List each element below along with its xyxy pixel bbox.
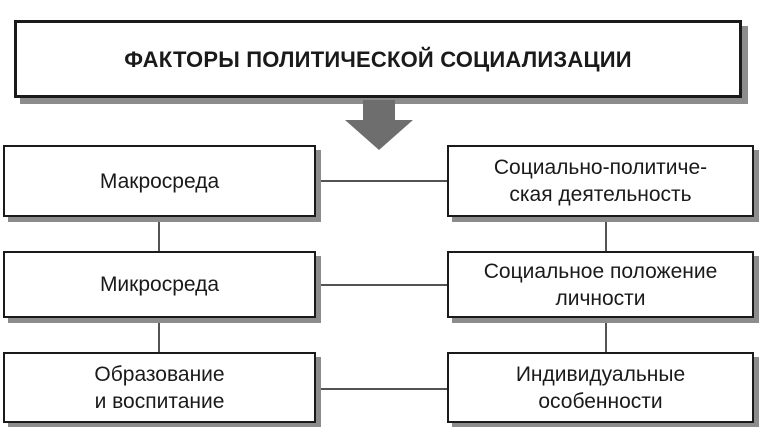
factor-box-sociopolitical-activity: Социально-политиче- ская деятельность: [447, 145, 754, 217]
factor-box-individual-traits: Индивидуальные особенности: [447, 352, 754, 423]
factor-box-social-status: Социальное положение личности: [447, 251, 754, 318]
factor-box-micro: Микросреда: [3, 251, 316, 318]
down-arrow-icon: [345, 100, 413, 150]
diagram-title: ФАКТОРЫ ПОЛИТИЧЕСКОЙ СОЦИАЛИЗАЦИИ: [14, 20, 742, 98]
factor-box-macro: Макросреда: [3, 145, 316, 217]
factor-box-education: Образование и воспитание: [3, 352, 316, 423]
